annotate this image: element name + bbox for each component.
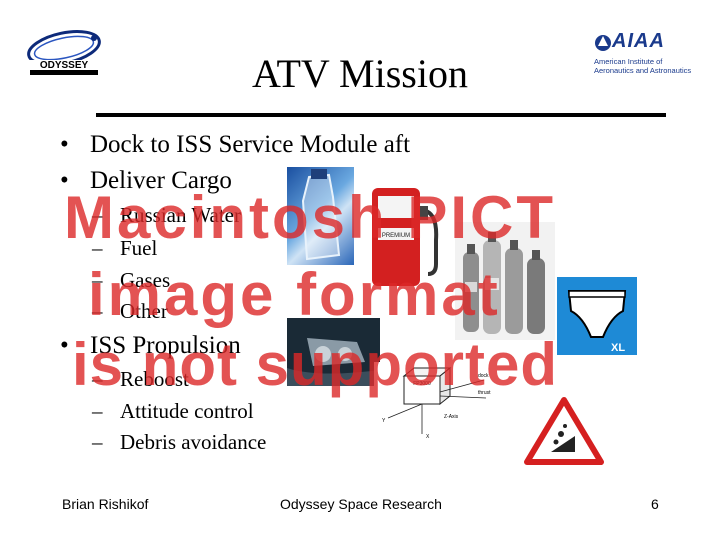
thruster-image: [287, 318, 380, 386]
pump-label: PREMIUM: [382, 233, 410, 239]
title-divider: [96, 113, 666, 117]
shorts-size-label: XL: [611, 342, 625, 354]
aiaa-tagline-1: American Institute of: [594, 57, 663, 66]
odyssey-logo-text: ODYSSEY: [40, 60, 89, 71]
footer-page-number: 6: [651, 496, 659, 512]
aiaa-logo: AIAA American Institute of Aeronautics a…: [594, 30, 708, 78]
overlay-line-3: is not supported: [72, 331, 558, 398]
aiaa-emblem-icon: [595, 35, 611, 51]
bullet-cargo-text: Deliver Cargo: [90, 167, 232, 194]
odyssey-logo: ODYSSEY: [24, 26, 102, 76]
bullet-dock: • Dock to ISS Service Module aft: [60, 131, 410, 159]
slide-title: ATV Mission: [252, 51, 468, 96]
cargo-item-fuel: –Fuel: [92, 236, 158, 260]
propulsion-item-reboost: –Reboost: [92, 367, 189, 391]
diagram-label-y: Y: [382, 418, 386, 424]
cargo-item-water: –Russian Water: [92, 203, 241, 227]
water-bottle-image: [287, 167, 354, 265]
diagram-label-x: X: [426, 434, 430, 440]
falling-rocks-sign: [523, 396, 605, 466]
bullet-dock-text: Dock to ISS Service Module aft: [90, 131, 411, 158]
aiaa-tagline-2: Aeronautics and Astronautics: [594, 66, 692, 75]
footer-author: Brian Rishikof: [62, 496, 149, 512]
underwear-sign-image: XL: [557, 277, 637, 355]
bullet-glyph: •: [60, 332, 69, 359]
diagram-label-thrust: thrust: [478, 390, 491, 396]
cargo-item-other: –Other: [92, 299, 168, 323]
bullet-glyph: •: [60, 167, 69, 194]
overlay-line-1: Macintosh PICT: [64, 184, 557, 251]
diagram-label-dock: dock: [478, 373, 489, 379]
overlay-line-2: image format: [88, 261, 501, 328]
aiaa-wordmark: AIAA: [612, 30, 665, 52]
propulsion-item-debris: –Debris avoidance: [92, 430, 267, 454]
bullet-glyph: •: [60, 131, 69, 158]
bullet-propulsion: • ISS Propulsion: [60, 332, 241, 360]
cargo-item-gases: –Gases: [92, 268, 171, 292]
bullet-cargo: • Deliver Cargo: [60, 167, 232, 195]
bullet-propulsion-text: ISS Propulsion: [90, 332, 241, 359]
gas-cylinders-image: [455, 222, 555, 340]
propulsion-item-attitude: –Attitude control: [92, 399, 254, 423]
footer-organization: Odyssey Space Research: [280, 496, 442, 512]
fuel-pump-image: PREMIUM: [360, 180, 445, 290]
diagram-box-label: FP3000: [413, 381, 431, 387]
attitude-diagram: FP3000 dock thrust Y X Z-Axis: [374, 362, 502, 442]
diagram-label-z: Z-Axis: [444, 414, 459, 420]
